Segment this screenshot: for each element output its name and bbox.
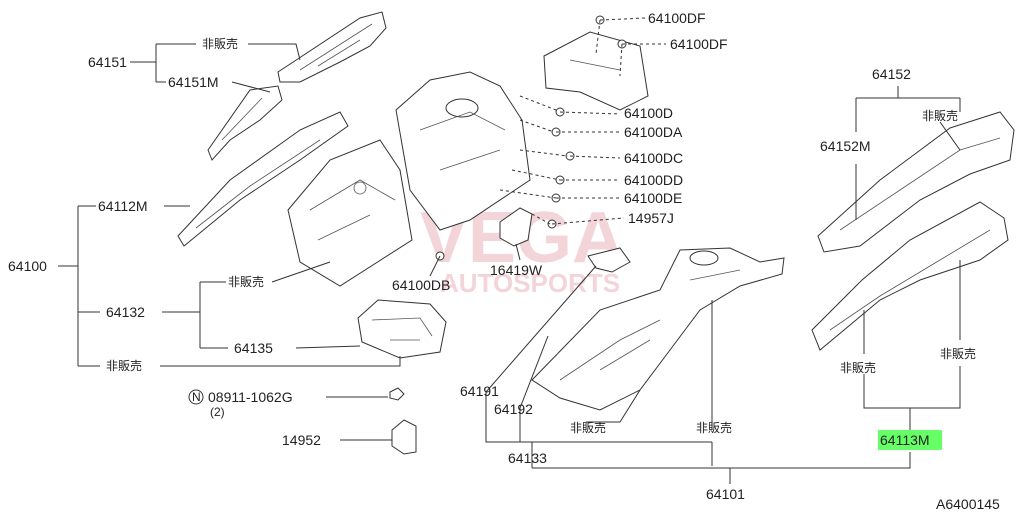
- label-64100DB[interactable]: 64100DB: [392, 277, 450, 293]
- label-not-sold-64192: 非販売: [570, 420, 606, 435]
- label-64100DF-b[interactable]: 64100DF: [670, 36, 728, 52]
- label-64152[interactable]: 64152: [872, 66, 911, 82]
- label-not-sold-64152: 非販売: [922, 108, 958, 123]
- part-64151-shape[interactable]: [277, 11, 387, 83]
- label-64112M[interactable]: 64112M: [98, 198, 148, 214]
- part-14952-shape[interactable]: [391, 419, 417, 455]
- label-qty-2: (2): [210, 405, 225, 419]
- label-64101[interactable]: 64101: [706, 486, 745, 502]
- label-64100DA[interactable]: 64100DA: [624, 124, 683, 140]
- label-not-sold-64100: 非販売: [106, 358, 142, 373]
- label-not-sold-64113M-right: 非販売: [940, 346, 976, 361]
- nut-symbol-letter: N: [192, 390, 201, 404]
- part-strut-tower-shape[interactable]: [395, 71, 531, 231]
- part-64132-shape[interactable]: [287, 139, 413, 287]
- part-64151M-shape[interactable]: [207, 85, 283, 161]
- label-64100DD[interactable]: 64100DD: [624, 172, 683, 188]
- label-08911-1062G[interactable]: 08911-1062G: [208, 389, 293, 405]
- label-64133[interactable]: 64133: [508, 450, 547, 466]
- label-14952[interactable]: 14952: [282, 432, 321, 448]
- label-64192[interactable]: 64192: [494, 401, 533, 417]
- part-top-mount-shape[interactable]: [543, 31, 649, 111]
- part-64191-bracket-shape[interactable]: [587, 247, 631, 273]
- label-64100DF-a[interactable]: 64100DF: [648, 10, 706, 26]
- label-64100DE[interactable]: 64100DE: [624, 190, 682, 206]
- label-64151M[interactable]: 64151M: [168, 74, 219, 90]
- label-14957J[interactable]: 14957J: [628, 210, 674, 226]
- leader-lines: [58, 17, 961, 484]
- label-not-sold-64151: 非販売: [202, 36, 238, 51]
- labels: 64151 非販売 64151M 64112M 64100 非販売 64132 …: [8, 10, 1000, 512]
- nut-08911-shape[interactable]: [389, 387, 405, 401]
- label-64100DC[interactable]: 64100DC: [624, 150, 683, 166]
- label-not-sold-64113M-left: 非販売: [840, 360, 876, 375]
- label-64191[interactable]: 64191: [460, 383, 499, 399]
- label-64135[interactable]: 64135: [234, 340, 273, 356]
- label-64100[interactable]: 64100: [8, 258, 47, 274]
- label-64151[interactable]: 64151: [88, 54, 127, 70]
- part-64133-shape[interactable]: [531, 247, 785, 411]
- label-64152M[interactable]: 64152M: [820, 138, 871, 154]
- highlight-64113M: [878, 430, 942, 450]
- part-64152-shape[interactable]: [817, 111, 1015, 253]
- part-64112M-shape[interactable]: [177, 111, 349, 247]
- diagram-code: A6400145: [936, 496, 1000, 512]
- part-shapes: [177, 11, 1015, 455]
- label-16419W[interactable]: 16419W: [490, 262, 543, 278]
- label-64113M[interactable]: 64113M: [880, 432, 930, 448]
- part-64135-shape[interactable]: [357, 299, 447, 359]
- nut-symbol-icon: [188, 389, 204, 405]
- part-64113M-shape[interactable]: [811, 201, 1009, 351]
- label-not-sold-64132: 非販売: [228, 274, 264, 289]
- part-16419W-shape[interactable]: [499, 207, 533, 247]
- label-64132[interactable]: 64132: [106, 304, 145, 320]
- label-not-sold-64133: 非販売: [696, 420, 732, 435]
- label-64100D[interactable]: 64100D: [624, 105, 673, 121]
